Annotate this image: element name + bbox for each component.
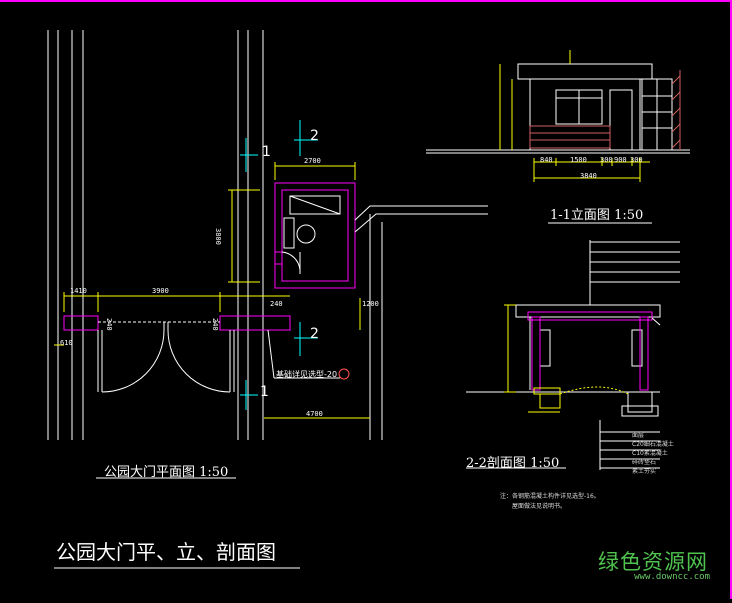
section-leaders (589, 240, 680, 470)
section-legend-4: 素土夯实 (632, 468, 657, 475)
section-legend-3: 碎砖垫石 (632, 459, 657, 466)
section-foundation (528, 386, 629, 413)
plan-dimensions (54, 162, 370, 419)
watermark-url: www.downcc.com (634, 572, 710, 582)
section-dimensions (504, 304, 516, 393)
dim-w1: 240 (105, 318, 113, 331)
elev-dim-4: 300 (630, 156, 643, 164)
main-title: 公园大门平、立、剖面图 (56, 540, 276, 564)
elevation-dimensions (499, 50, 650, 182)
watermark-text: 绿色资源网 (598, 550, 708, 574)
dim-side: 3800 (214, 228, 222, 245)
dim-right: 1200 (362, 300, 379, 308)
elev-dim-0: 840 (540, 156, 553, 164)
dim-wall: 240 (270, 300, 283, 308)
section-legend-1: C20细石混凝土 (632, 441, 674, 448)
elevation-building (426, 63, 690, 154)
elev-dim-total: 3840 (580, 172, 597, 180)
elevation-title: 1-1立面图 1:50 (550, 208, 644, 223)
section-mark-1-top: 1 (262, 144, 271, 160)
dim-left: 1410 (70, 287, 87, 295)
elev-dim-1: 1500 (570, 156, 587, 164)
dim-top-width: 2700 (304, 157, 321, 165)
dim-span: 3900 (152, 287, 169, 295)
dim-left-lower: 610 (60, 339, 73, 347)
plan-section-marks (240, 120, 318, 410)
section-walls (527, 311, 653, 391)
elev-dim-3: 900 (614, 156, 627, 164)
plan-gate-leaves (97, 322, 235, 393)
section-mark-1-bottom: 1 (260, 384, 269, 400)
dim-w2: 240 (211, 318, 219, 331)
section-note-0: 注：各钢筋混凝土构件详见选型-16。 (500, 493, 600, 500)
dim-bottom: 4700 (306, 410, 323, 418)
section-legend-0: 面层 (632, 432, 645, 439)
plan-boundary-lines (47, 30, 264, 440)
section-title: 2-2剖面图 1:50 (466, 456, 560, 471)
section-note-1: 屋面做法见说明书。 (512, 503, 567, 510)
section-legend-2: C10素混凝土 (632, 450, 668, 457)
plan-gate-wall (63, 315, 291, 331)
plan-title: 公园大门平面图 1:50 (104, 465, 229, 480)
plan-guard-house (274, 182, 356, 289)
plan-guard-furniture (281, 195, 341, 274)
section-mark-2-top: 2 (310, 128, 319, 144)
elev-dim-2: 300 (600, 156, 613, 164)
plan-foundation-note: 基础详见选型-20 (276, 370, 338, 379)
section-building (466, 304, 661, 417)
section-mark-2-bottom: 2 (310, 326, 319, 342)
elevation-hatch (529, 70, 681, 150)
plan-road (354, 205, 488, 440)
